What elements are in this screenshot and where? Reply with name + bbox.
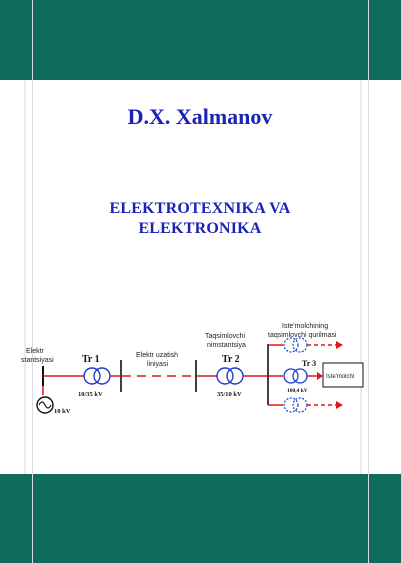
- tr1-winding-2: [93, 367, 111, 385]
- tr3-rating: 100,4 kV: [287, 388, 308, 394]
- tr2-rating: 35/10 kV: [217, 391, 242, 398]
- lower-tr-winding-1: [283, 397, 299, 413]
- upper-tr-winding-1: [283, 337, 299, 353]
- left-margin-line: [32, 0, 33, 563]
- tr1-winding-1: [83, 367, 101, 385]
- consumer-dist-label-line1: Iste'molchining: [282, 323, 328, 330]
- book-title-line2: ELEKTRONIKA: [138, 220, 262, 237]
- left-edge-shadow: [24, 80, 26, 474]
- line-label-line2: liniyasi: [147, 361, 168, 368]
- tr1-rating: 10/35 kV: [78, 391, 103, 398]
- station-label-line1: Elektr: [26, 348, 45, 355]
- station-label-line2: stantsiyasi: [21, 357, 54, 364]
- tr3-winding-1: [283, 368, 299, 384]
- tr2-winding-1: [216, 367, 234, 385]
- sine-wave-icon: [38, 401, 52, 409]
- cover-panel: [32, 80, 368, 474]
- lower-arrow-icon: [336, 401, 343, 409]
- book-title-line1: ELEKTROTEXNIKA VA: [109, 200, 291, 217]
- author-name: D.X. Xalmanov: [127, 104, 273, 129]
- substation-label-line1: Taqsimlovchi: [205, 333, 246, 340]
- consumer-dist-label-line2: taqsimlovchi qurilmasi: [268, 332, 337, 339]
- right-margin-line: [368, 0, 369, 563]
- tr3-winding-2: [292, 368, 308, 384]
- tr1-label: Tr 1: [82, 354, 100, 365]
- right-edge-shadow: [360, 80, 362, 474]
- upper-arrow-icon: [336, 341, 343, 349]
- book-title: ELEKTROTEXNIKA VA ELEKTRONIKA: [32, 199, 368, 239]
- consumer-label: Iste'molchi: [326, 374, 354, 380]
- bottom-color-band: [0, 474, 401, 563]
- top-color-band: [0, 0, 401, 80]
- middle-arrow-icon: [317, 372, 323, 380]
- consumer-box: [322, 362, 364, 388]
- lower-tr-winding-2: [292, 397, 308, 413]
- line-label-line1: Elektr uzatish: [136, 352, 178, 359]
- generator-voltage: 10 kV: [54, 408, 71, 415]
- tr2-winding-2: [226, 367, 244, 385]
- tr3-label: Tr 3: [302, 359, 316, 368]
- substation-label-line2: nimstantsiya: [207, 342, 246, 349]
- tr2-label: Tr 2: [222, 354, 240, 365]
- upper-tr-winding-2: [292, 337, 308, 353]
